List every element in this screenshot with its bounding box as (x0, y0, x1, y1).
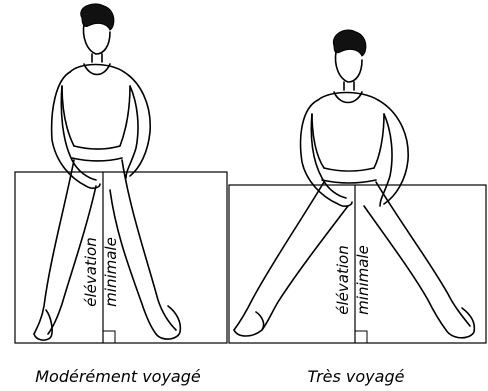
right-figure: élévation minimale Très voyagé (229, 30, 486, 386)
left-caption: Modérément voyagé (35, 367, 201, 386)
left-frame-box (15, 172, 227, 343)
left-right-angle-marker (103, 331, 115, 343)
right-label-minimale: minimale (354, 245, 372, 315)
left-figure: élévation minimale Modérément voyagé (15, 4, 227, 386)
left-label-minimale: minimale (102, 237, 120, 307)
right-caption: Très voyagé (308, 367, 405, 386)
right-label-elevation: élévation (334, 245, 352, 314)
right-right-angle-marker (355, 331, 367, 343)
left-label-elevation: élévation (82, 237, 100, 306)
